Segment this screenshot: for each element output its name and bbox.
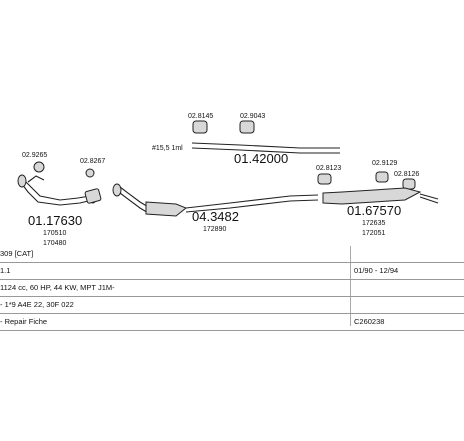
table-row: 309 [CAT] — [0, 246, 464, 263]
silencer-clamp-3: 02.8126 — [394, 171, 419, 178]
rear-clamp-1: 02.8145 — [188, 113, 213, 120]
silencer-number: 01.67570 — [347, 203, 401, 218]
clamp-number-2: 02.8267 — [80, 158, 105, 165]
catalyst-part — [112, 183, 319, 217]
row-value: 01/90 - 12/94 — [354, 266, 399, 275]
catalyst-sub: 172890 — [203, 226, 226, 233]
rear-pipe-number: 01.42000 — [234, 151, 288, 166]
rear-silencer-part — [317, 171, 439, 205]
silencer-sub-1: 172635 — [362, 220, 385, 227]
table-row: 1124 cc, 60 HP, 44 KW, MPT J1M- — [0, 280, 464, 297]
rear-clamp-2: 02.9043 — [240, 113, 265, 120]
front-pipe-sub-2: 170480 — [43, 240, 66, 245]
vehicle-info-table: 309 [CAT] 1.1 01/90 - 12/94 1124 cc, 60 … — [0, 246, 464, 331]
silencer-clamp-1: 02.8123 — [316, 165, 341, 172]
front-pipe-part — [17, 174, 102, 206]
row-label: 1124 cc, 60 HP, 44 KW, MPT J1M- — [0, 283, 115, 292]
row-value: C260238 — [354, 317, 385, 326]
row-label: 309 [CAT] — [0, 249, 34, 258]
row-label: - Repair Fiche — [0, 317, 48, 326]
row-label: 1.1 — [0, 266, 11, 275]
table-row: - 1*9 A4E 22, 30F 022 — [0, 297, 464, 314]
clamp-number-1: 02.9265 — [22, 152, 47, 159]
silencer-sub-2: 172051 — [362, 230, 385, 237]
clamp-part — [33, 161, 95, 178]
silencer-clamp-2: 02.9129 — [372, 160, 397, 167]
catalyst-number: 04.3482 — [192, 209, 239, 224]
front-pipe-sub-1: 170510 — [43, 230, 66, 237]
table-row: - Repair Fiche C260238 — [0, 314, 464, 331]
rear-pipe-note: #15,5 1ml — [152, 145, 183, 152]
exhaust-diagram: 02.9265 02.8267 01.17630 170510 170480 0… — [17, 113, 439, 245]
front-pipe-number: 01.17630 — [28, 213, 82, 228]
row-label: - 1*9 A4E 22, 30F 022 — [0, 300, 74, 309]
rear-pipe-part — [191, 120, 340, 154]
table-divider — [350, 246, 351, 326]
table-row: 1.1 01/90 - 12/94 — [0, 263, 464, 280]
